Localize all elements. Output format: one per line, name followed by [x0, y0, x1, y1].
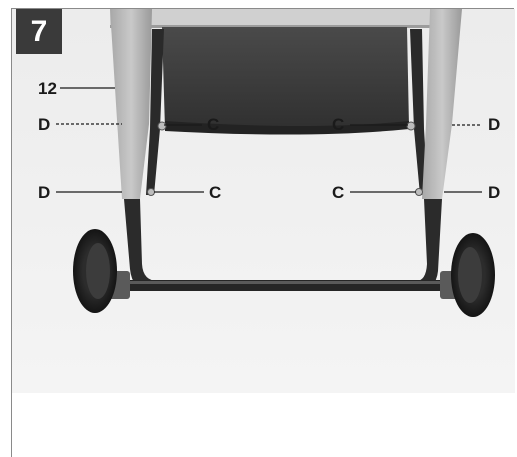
figure-frame [11, 8, 514, 457]
callout-part-12: 12 [38, 79, 57, 98]
callout-c-top-right: C [332, 115, 345, 134]
callout-c-bottom-left: C [209, 183, 222, 202]
callout-c-bottom-right: C [332, 183, 345, 202]
callout-c-top-left: C [207, 115, 220, 134]
step-number-badge: 7 [16, 9, 62, 54]
callout-d-bottom-right: D [488, 183, 501, 202]
callout-d-top-right: D [488, 115, 501, 134]
callout-d-bottom-left: D [38, 183, 51, 202]
callout-d-top-left: D [38, 115, 51, 134]
assembly-photo [12, 9, 515, 393]
